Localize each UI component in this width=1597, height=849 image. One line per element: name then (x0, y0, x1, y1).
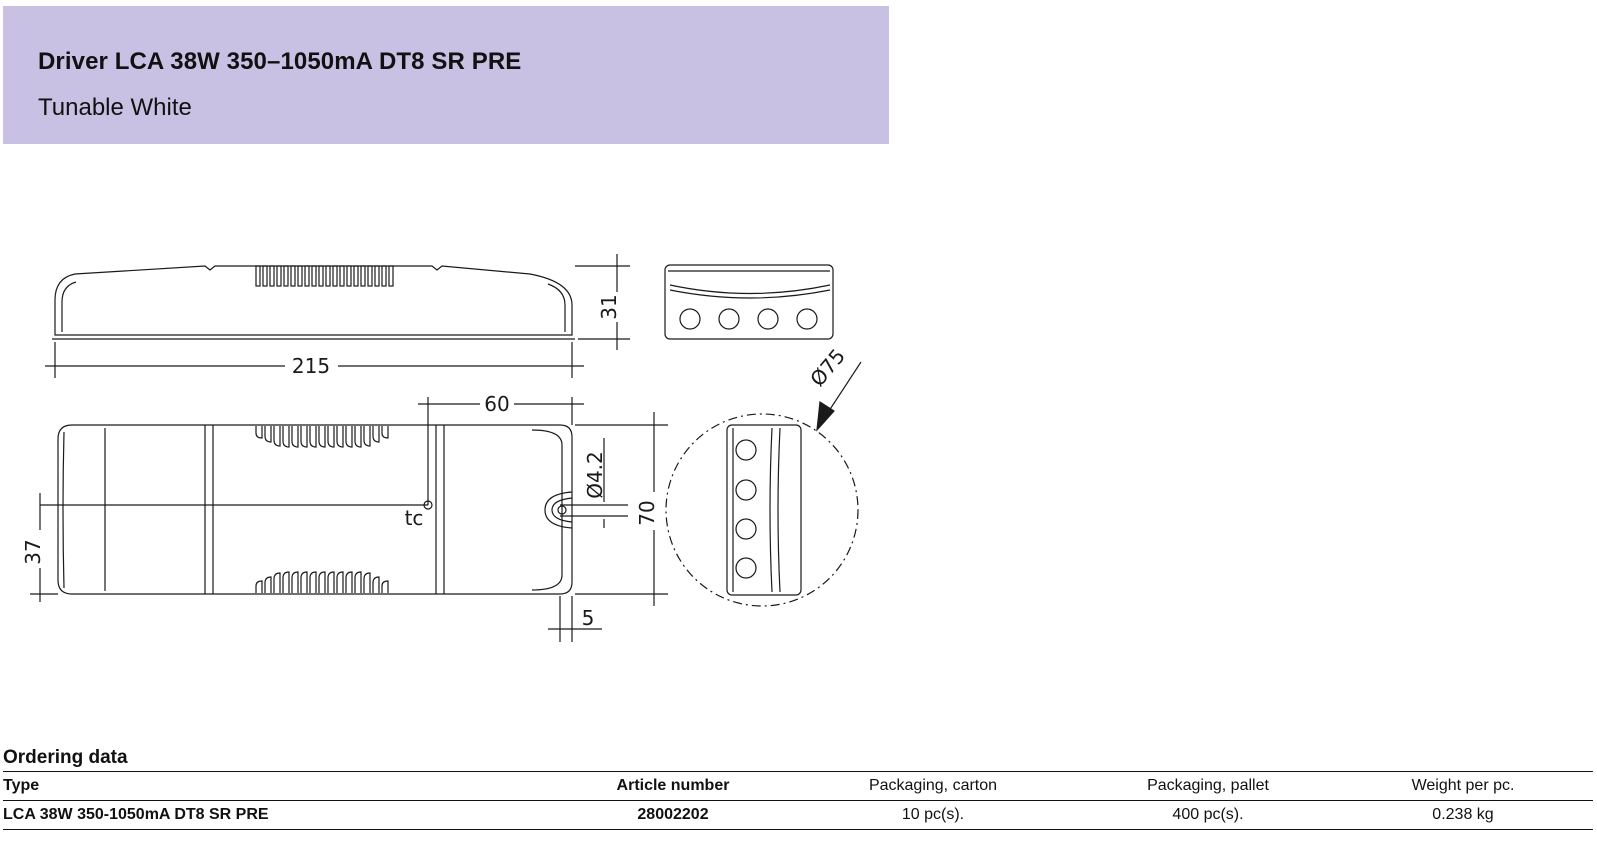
dim-75-label: Ø75 (805, 344, 850, 391)
dim-37-label: 37 (21, 539, 45, 564)
detail-view (665, 361, 862, 607)
header-banner: Driver LCA 38W 350–1050mA DT8 SR PRE Tun… (3, 6, 889, 144)
col-header-weight: Weight per pc. (1411, 777, 1515, 794)
cell-pallet: 400 pc(s). (1172, 806, 1244, 823)
col-header-carton: Packaging, carton (868, 777, 998, 794)
technical-drawing: 215 31 60 Ø4.2 70 37 5 Ø75 tc (21, 254, 862, 642)
cell-carton: 10 pc(s). (901, 806, 965, 823)
ordering-data-section: Ordering data Type Article number Packag… (3, 745, 1597, 830)
cell-type: LCA 38W 350-1050mA DT8 SR PRE (3, 806, 269, 823)
top-view (30, 397, 668, 642)
end-view (664, 264, 834, 340)
col-header-pallet: Packaging, pallet (1147, 777, 1269, 794)
product-title: Driver LCA 38W 350–1050mA DT8 SR PRE (38, 48, 522, 75)
col-header-type: Type (3, 777, 40, 794)
side-vent-slots (255, 265, 394, 287)
product-subtitle: Tunable White (38, 94, 192, 121)
side-view (45, 254, 630, 378)
dim-height-label: 31 (597, 294, 621, 319)
ordering-heading: Ordering data (3, 747, 128, 768)
table-header-row: Type Article number Packaging, carton Pa… (3, 771, 1593, 801)
col-header-article: Article number (616, 777, 730, 794)
top-vent-fins (255, 426, 389, 448)
table-row: LCA 38W 350-1050mA DT8 SR PRE 28002202 1… (3, 801, 1593, 830)
cell-weight: 0.238 kg (1432, 806, 1494, 823)
dim-5-label: 5 (582, 606, 595, 630)
dim-width-label: 70 (635, 500, 659, 525)
dim-hole-label: Ø4.2 (583, 451, 607, 499)
bottom-vent-fins (255, 571, 389, 593)
dim-length-label: 215 (292, 354, 330, 378)
dim-60-label: 60 (484, 392, 509, 416)
tc-label: tc (405, 506, 424, 530)
ordering-table: Type Article number Packaging, carton Pa… (3, 771, 1593, 830)
cell-article: 28002202 (637, 806, 709, 823)
